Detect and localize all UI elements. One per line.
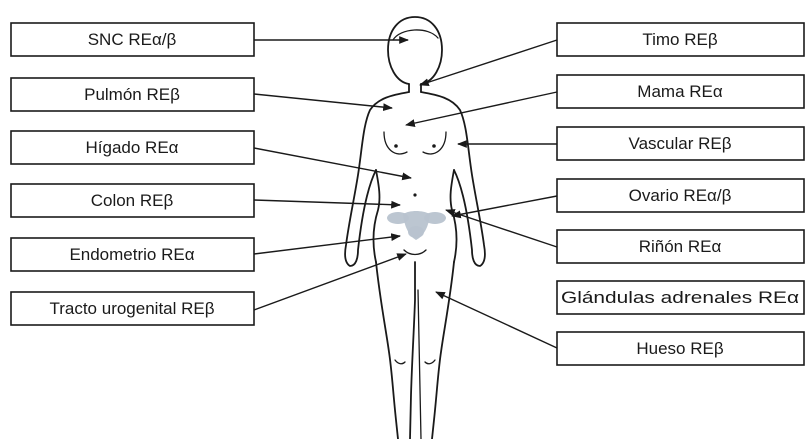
right-labels: Timo REβ Mama REα Vascular REβ Ovario RE…	[557, 23, 804, 365]
left-waist-outline	[374, 170, 380, 262]
female-body-figure	[345, 17, 485, 439]
label-pulmon: Pulmón REβ	[84, 85, 180, 104]
left-breast-outline	[384, 132, 407, 154]
arrow-colon	[254, 200, 400, 205]
label-endometrio: Endometrio REα	[69, 245, 194, 264]
label-ovario: Ovario REα/β	[629, 186, 732, 205]
label-mama: Mama REα	[637, 82, 723, 101]
left-leg-outline	[376, 262, 398, 439]
arrow-pulmon	[254, 94, 392, 108]
navel	[413, 193, 416, 196]
arrow-higado	[254, 148, 411, 178]
right-nipple	[432, 144, 436, 148]
left-knee	[395, 360, 405, 364]
label-colon: Colon REβ	[91, 191, 174, 210]
arrow-ovario	[452, 196, 557, 216]
label-vascular: Vascular REβ	[629, 134, 732, 153]
arrow-hueso	[436, 292, 557, 348]
label-timo: Timo REβ	[642, 30, 717, 49]
arrow-rinon	[446, 210, 557, 247]
label-tracto-urogenital: Tracto urogenital REβ	[49, 299, 214, 318]
label-rinon: Riñón REα	[639, 237, 722, 256]
right-breast-outline	[423, 132, 446, 154]
right-knee	[425, 360, 435, 364]
left-labels: SNC REα/β Pulmón REβ Hígado REα Colon RE…	[11, 23, 254, 325]
pointer-arrows	[254, 40, 557, 348]
inner-leg-outline	[410, 262, 415, 439]
label-glandulas-adrenales: Glándulas adrenales REα	[561, 288, 799, 307]
hair-outline	[393, 30, 438, 40]
head-outline	[388, 17, 442, 84]
arrow-mama	[406, 92, 557, 125]
right-leg-outline	[432, 262, 454, 439]
reproductive-organs	[387, 211, 446, 240]
label-hueso: Hueso REβ	[636, 339, 723, 358]
arrow-endometrio	[254, 236, 400, 254]
cervix	[408, 226, 424, 238]
inner-leg-right	[418, 290, 421, 439]
left-nipple	[394, 144, 398, 148]
label-higado: Hígado REα	[86, 138, 179, 157]
label-snc: SNC REα/β	[88, 30, 177, 49]
arrow-tracto-urogenital	[254, 254, 406, 310]
pelvis-line	[404, 250, 426, 255]
